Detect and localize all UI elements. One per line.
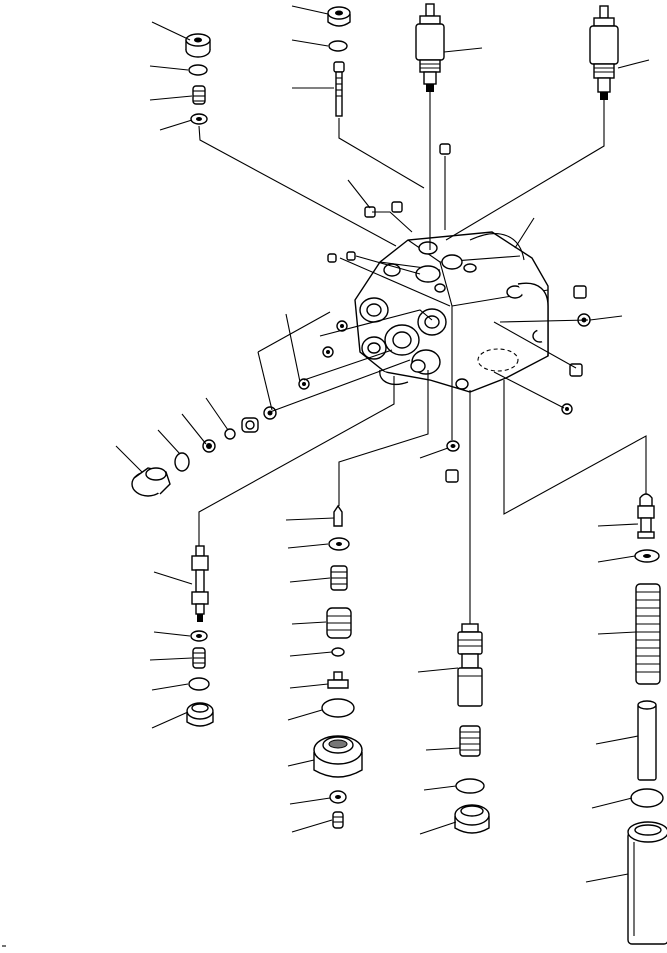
setscrew-12 [298, 378, 310, 390]
spring-left-stack [192, 647, 206, 669]
plug-top-center [327, 6, 351, 27]
o-ring-left [174, 452, 190, 472]
setscrew-6 [573, 285, 587, 299]
washer-top-left [190, 113, 208, 125]
leader-lines [115, 5, 650, 883]
housing-right [627, 821, 667, 945]
setscrew-14 [446, 440, 460, 452]
setscrew-10 [336, 320, 348, 332]
poppet-center [333, 504, 343, 527]
setscrew-4 [327, 253, 337, 263]
spring-top-left [192, 85, 206, 105]
setscrew-9 [561, 403, 573, 415]
poppet-center-head [327, 671, 349, 689]
spring-right-long [635, 583, 661, 685]
rod-right [637, 700, 657, 781]
o-ring-right-center [455, 778, 485, 794]
o-ring-right [630, 788, 664, 808]
screw-center [332, 811, 344, 829]
valve-port-3 [417, 308, 447, 336]
washer-right [634, 549, 660, 563]
pilot-right [637, 493, 655, 539]
nut-center [329, 790, 347, 804]
spring-left-small [202, 439, 216, 453]
setscrew-13 [263, 406, 277, 420]
bolt-top-center [333, 61, 345, 117]
spool-right-center [457, 623, 483, 707]
ball-left [224, 428, 236, 440]
spool-left [191, 545, 209, 622]
plug-top-left [185, 33, 211, 58]
setscrew-3 [391, 201, 403, 213]
o-ring-top-center [328, 40, 348, 52]
washer-left-stack [190, 630, 208, 642]
spring-center-large [326, 607, 352, 639]
setscrew-8 [569, 363, 583, 377]
setscrew-11 [322, 346, 334, 358]
o-ring-left-stack [188, 677, 210, 691]
valve-port-1 [359, 297, 389, 323]
plug-right-center [454, 804, 490, 834]
setscrew-5 [346, 251, 356, 261]
o-ring-center-small [331, 647, 345, 657]
o-ring-center-large [321, 698, 355, 718]
spring-right-center [459, 725, 481, 757]
valve-body [354, 231, 549, 393]
plug-left-large [131, 467, 171, 497]
valve-port-4 [361, 336, 387, 360]
o-ring-top-left [188, 64, 208, 76]
setscrew-1 [439, 143, 451, 155]
relief-valve-right [589, 5, 619, 100]
valve-port-2 [384, 324, 420, 356]
centerlines [198, 92, 647, 624]
plug-left-stack [186, 702, 214, 727]
spring-center-small [330, 565, 348, 591]
seat-left [241, 417, 259, 433]
setscrew-15 [445, 469, 459, 483]
washer-center [328, 537, 350, 551]
relief-valve-center [415, 3, 445, 92]
retainer-center [313, 735, 363, 778]
valve-port-5 [410, 349, 441, 375]
